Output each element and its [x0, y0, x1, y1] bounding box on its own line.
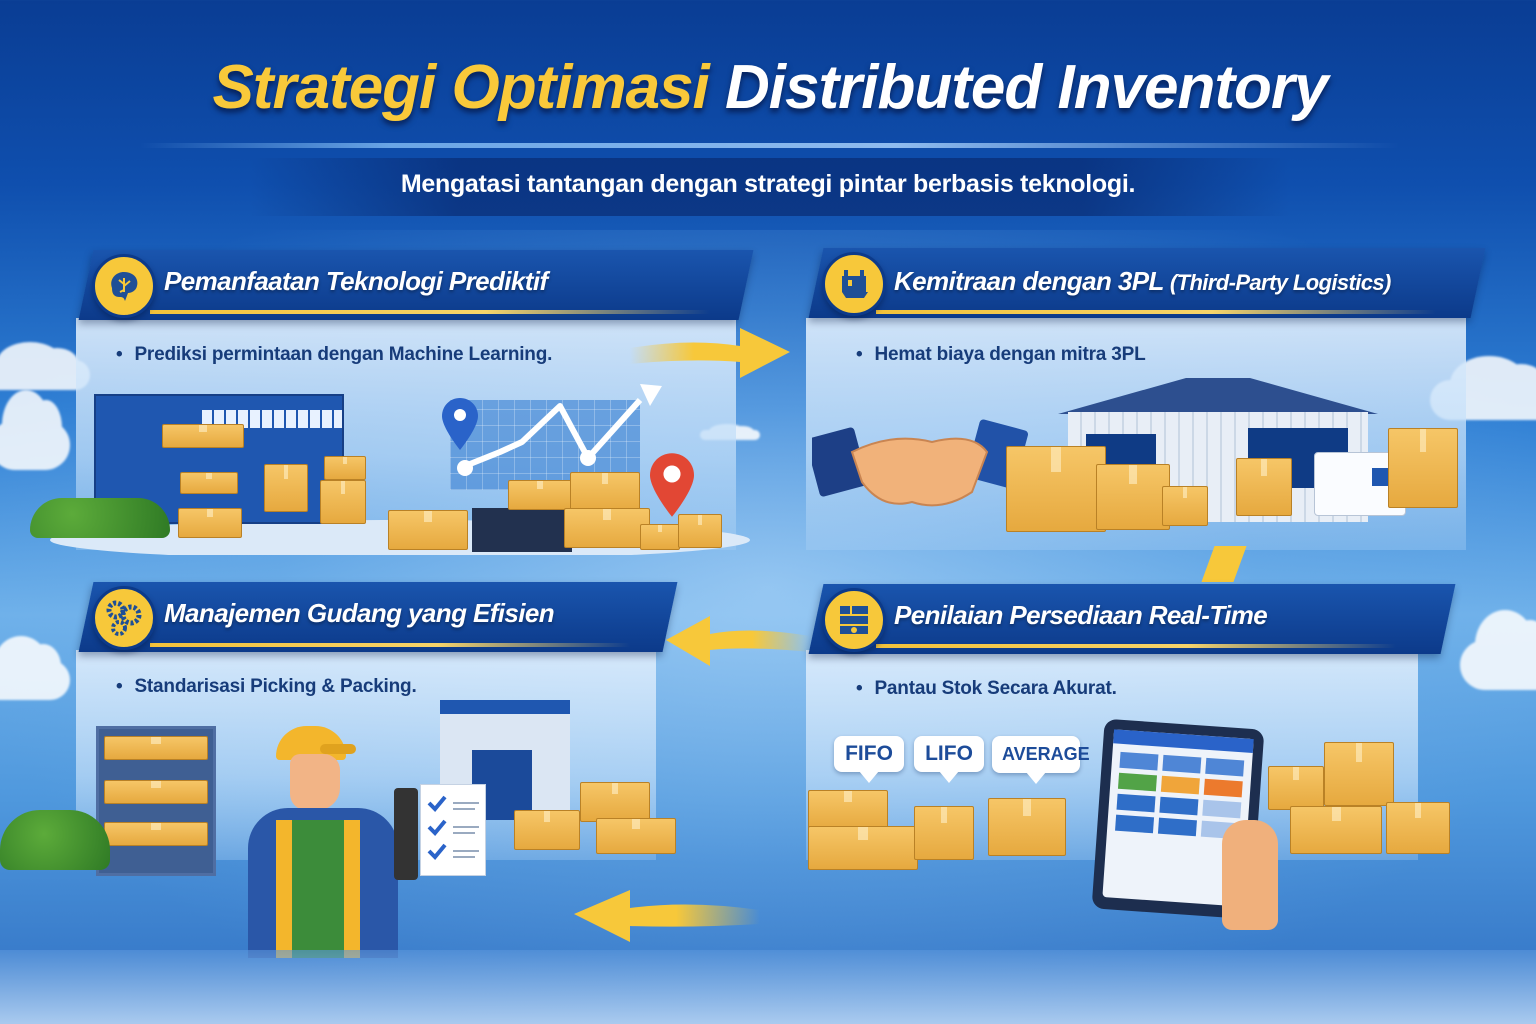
panel-bullet: •Hemat biaya dengan mitra 3PL	[856, 344, 1146, 365]
panel-title: Pemanfaatan Teknologi Prediktif	[164, 266, 548, 296]
cloud	[0, 636, 70, 700]
box	[564, 508, 650, 548]
panel-bullet: •Standarisasi Picking & Packing.	[116, 676, 417, 697]
worker-face	[290, 754, 340, 810]
page-title: Strategi Optimasi Distributed Inventory	[200, 52, 1340, 123]
warehouse-roof	[1058, 378, 1378, 414]
bullet-text: Pantau Stok Secara Akurat.	[874, 678, 1117, 699]
panel-title: Manajemen Gudang yang Efisien	[164, 598, 555, 628]
cloud	[1460, 610, 1536, 690]
box	[324, 456, 366, 480]
box	[1324, 742, 1394, 806]
barcode-scanner	[394, 788, 418, 880]
box	[1388, 428, 1458, 508]
bullet-text: Prediksi permintaan dengan Machine Learn…	[134, 344, 553, 365]
panel-title-main: Kemitraan dengan 3PL	[894, 266, 1164, 296]
brain-tree-icon	[92, 254, 156, 318]
arrow-return-icon	[574, 890, 760, 942]
box	[988, 798, 1066, 856]
warehouse-chart-illustration	[30, 380, 750, 555]
checkmark-icon	[427, 795, 479, 860]
arrow-right-icon	[630, 328, 790, 378]
box	[1096, 464, 1170, 530]
box	[580, 782, 650, 822]
box	[640, 524, 680, 550]
box	[264, 464, 308, 512]
valuation-badge-fifo: FIFO	[834, 736, 904, 783]
box	[320, 480, 366, 524]
warehouse-windows	[202, 410, 342, 428]
panel-header-rule	[876, 310, 1436, 314]
box	[1236, 458, 1292, 516]
bullet-text: Standarisasi Picking & Packing.	[134, 676, 417, 697]
panel-bullet: •Prediksi permintaan dengan Machine Lear…	[116, 344, 553, 365]
panel-header-rule	[150, 310, 710, 314]
valuation-badge-lifo: LIFO	[914, 736, 984, 783]
box	[596, 818, 676, 854]
subtitle-band	[250, 158, 1290, 216]
warehouse-worker-illustration	[0, 700, 720, 960]
forklift-icon	[822, 252, 886, 316]
box	[1386, 802, 1450, 854]
box	[514, 810, 580, 850]
box	[1290, 806, 1382, 854]
box	[1268, 766, 1324, 810]
handshake-icon	[812, 419, 1029, 507]
worker-cap-brim	[320, 744, 356, 754]
valuation-badge-average: AVERAGE	[992, 736, 1090, 784]
title-divider	[140, 143, 1400, 148]
box	[508, 480, 572, 510]
pallet	[472, 508, 572, 552]
box	[570, 472, 640, 512]
arrow-left-icon	[666, 616, 810, 666]
box	[1162, 486, 1208, 526]
panel-header-rule	[876, 644, 1396, 648]
box	[162, 424, 244, 448]
bush	[0, 810, 110, 870]
box	[104, 736, 208, 760]
map-pin-blue-icon	[442, 398, 478, 450]
panel-title: Kemitraan dengan 3PL (Third-Party Logist…	[894, 266, 1391, 297]
bush	[30, 498, 170, 538]
worker-vest	[276, 820, 360, 958]
hand	[1222, 820, 1278, 930]
panel-title: Penilaian Persediaan Real-Time	[894, 600, 1268, 630]
title-main: Distributed Inventory	[725, 53, 1329, 122]
map-pin-red-icon	[650, 453, 694, 517]
panel-title-paren: (Third-Party Logistics)	[1169, 270, 1391, 295]
ground	[0, 950, 1536, 1024]
box	[678, 514, 722, 548]
cloud	[0, 342, 90, 390]
trend-up-icon	[457, 384, 662, 476]
panel-header-rule	[150, 643, 630, 647]
box	[1006, 446, 1106, 532]
box	[180, 472, 238, 494]
cloud	[0, 390, 70, 470]
title-highlight: Strategi Optimasi	[212, 53, 709, 122]
box	[178, 508, 242, 538]
box	[808, 826, 918, 870]
box	[104, 822, 208, 846]
gears-icon	[92, 586, 156, 650]
box	[914, 806, 974, 860]
bullet-text: Hemat biaya dengan mitra 3PL	[874, 344, 1146, 365]
partnership-illustration	[806, 372, 1486, 532]
box	[104, 780, 208, 804]
box	[388, 510, 468, 550]
panel-bullet: •Pantau Stok Secara Akurat.	[856, 678, 1117, 699]
page-subtitle: Mengatasi tantangan dengan strategi pint…	[400, 170, 1136, 198]
checklist	[420, 784, 486, 876]
inventory-dashboard-icon	[822, 588, 886, 652]
box	[808, 790, 888, 830]
